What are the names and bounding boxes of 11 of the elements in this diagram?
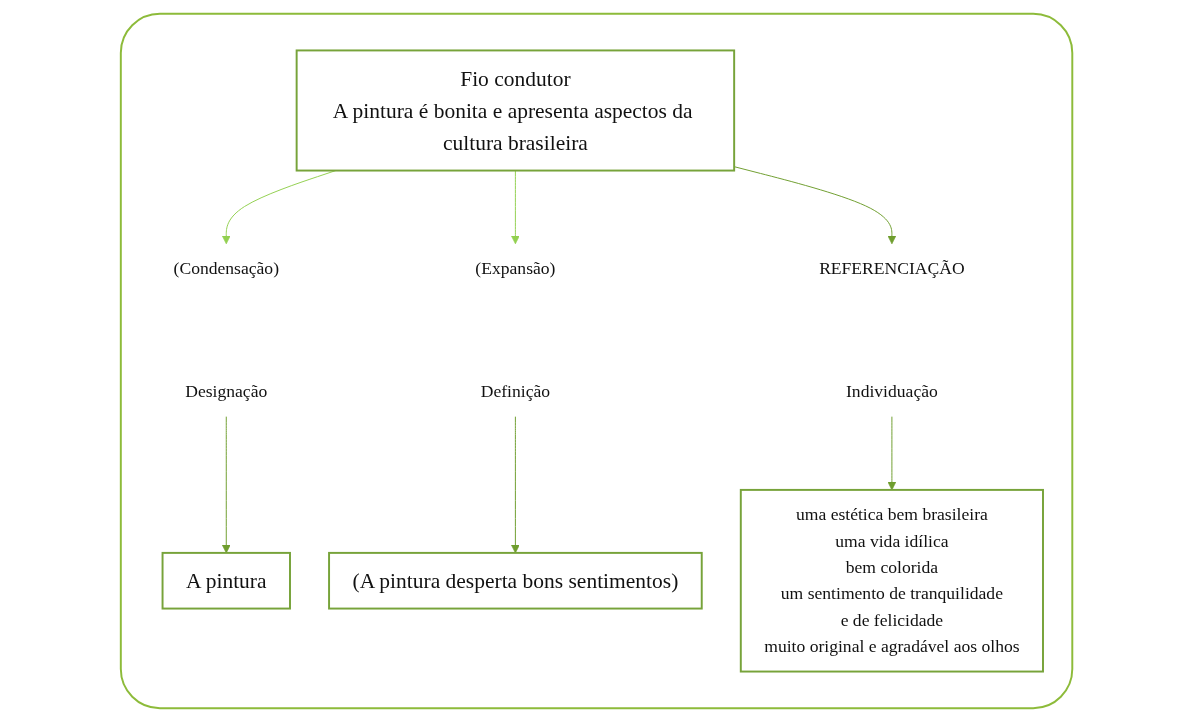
node-text: (Expansão) <box>475 258 556 278</box>
node-text: REFERENCIAÇÃO <box>819 258 966 278</box>
node-text: Definição <box>481 381 551 402</box>
node-text: (Condensação) <box>173 258 280 278</box>
node-box: (A pintura desperta bons sentimentos) <box>328 551 704 610</box>
node-box: A pintura <box>162 551 292 610</box>
node-box: uma estética bem brasileira uma vida idílica bem colorida um sentimento de tranquilidade e de felicidade muito original e agradável aos olhos <box>740 488 1045 673</box>
node-text: Designação <box>185 381 268 402</box>
node-box: Fio condutor A pintura é bonita e apresenta aspectos da cultura brasileira <box>296 49 736 172</box>
node-text: Individuação <box>846 381 939 402</box>
cluster <box>120 12 1074 710</box>
